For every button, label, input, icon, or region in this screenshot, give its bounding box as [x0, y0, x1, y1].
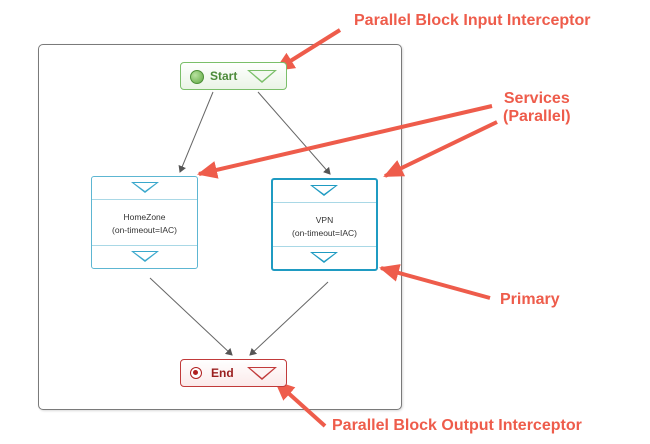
service-homezone-output-band	[92, 245, 197, 268]
service-vpn-primary[interactable]: VPN (on-timeout=IAC)	[271, 178, 378, 271]
service-vpn-detail: (on-timeout=IAC)	[292, 228, 357, 238]
service-homezone-detail: (on-timeout=IAC)	[112, 225, 177, 235]
end-label: End	[211, 366, 234, 380]
service-vpn-name: VPN	[315, 215, 334, 225]
service-homezone-name: HomeZone	[123, 212, 166, 222]
start-label: Start	[210, 69, 238, 83]
service-homezone-text: HomeZone (on-timeout=IAC)	[92, 211, 197, 237]
output-interceptor-triangle-fill	[250, 368, 274, 378]
start-node[interactable]: Start	[180, 62, 287, 90]
callout-input-interceptor: Parallel Block Input Interceptor	[354, 12, 591, 29]
triangle-down-fill	[313, 253, 335, 261]
service-homezone[interactable]: HomeZone (on-timeout=IAC)	[91, 176, 198, 269]
connector-homezone-end	[149, 277, 233, 356]
callout-arrow-output	[274, 380, 327, 428]
start-icon	[190, 70, 204, 84]
callout-services: Services (Parallel)	[503, 90, 571, 126]
callout-arrow-primary	[379, 264, 491, 300]
callout-arrow-services-vpn	[383, 120, 498, 178]
service-vpn-input-band	[273, 180, 376, 203]
triangle-down-fill	[313, 186, 335, 194]
callout-services-line2: (Parallel)	[503, 108, 571, 125]
callout-primary: Primary	[500, 291, 560, 308]
end-node[interactable]: End	[180, 359, 287, 387]
service-homezone-input-band	[92, 177, 197, 200]
callout-arrow-services-homezone	[197, 104, 493, 179]
service-vpn-text: VPN (on-timeout=IAC)	[273, 214, 376, 240]
callout-arrow-input	[274, 28, 342, 72]
triangle-down-fill	[134, 183, 156, 191]
connector-start-homezone	[178, 91, 214, 173]
end-icon	[190, 367, 202, 379]
callout-services-line1: Services	[503, 90, 570, 107]
connector-start-vpn	[257, 91, 331, 175]
input-interceptor-triangle-fill	[250, 71, 274, 81]
service-vpn-output-band	[273, 246, 376, 269]
triangle-down-fill	[134, 252, 156, 260]
callout-output-interceptor: Parallel Block Output Interceptor	[332, 417, 582, 434]
connector-vpn-end	[249, 281, 329, 356]
